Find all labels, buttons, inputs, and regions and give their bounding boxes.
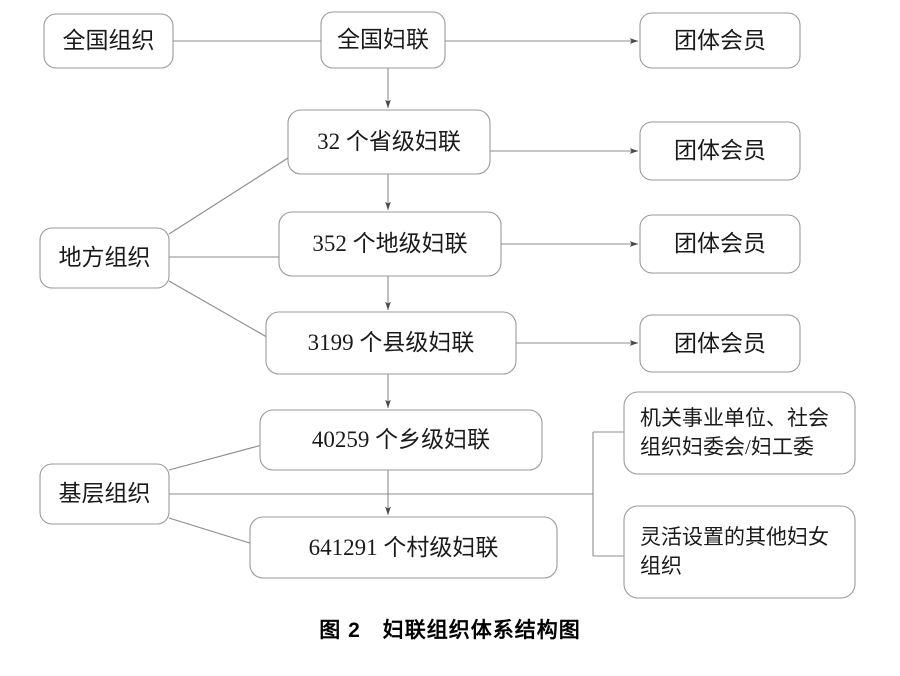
connector-layer: [168, 38, 639, 557]
node-member-2[interactable]: [639, 121, 801, 181]
node-township[interactable]: [259, 409, 543, 471]
figure-caption: 图 2 妇联组织体系结构图: [319, 619, 581, 642]
node-member-3[interactable]: [639, 214, 801, 274]
edge-grassroots-category-to-township: [168, 444, 263, 471]
node-provincial[interactable]: [287, 109, 491, 175]
node-local-category[interactable]: [39, 227, 170, 289]
node-village[interactable]: [249, 516, 558, 579]
node-member-4[interactable]: [639, 314, 801, 373]
node-flexible[interactable]: [623, 505, 856, 599]
edge-local-category-to-county: [168, 280, 273, 341]
edge-grassroots-category-to-village: [168, 517, 257, 546]
node-member-1[interactable]: [639, 12, 801, 69]
node-prefecture[interactable]: [278, 211, 502, 277]
edge-local-category-to-provincial: [168, 157, 289, 235]
node-national-federation[interactable]: [320, 11, 446, 69]
node-national-category[interactable]: [43, 13, 174, 69]
node-institutions[interactable]: [623, 391, 856, 475]
node-layer: [39, 11, 856, 599]
node-grassroots-category[interactable]: [39, 463, 170, 525]
node-county[interactable]: [265, 311, 517, 375]
